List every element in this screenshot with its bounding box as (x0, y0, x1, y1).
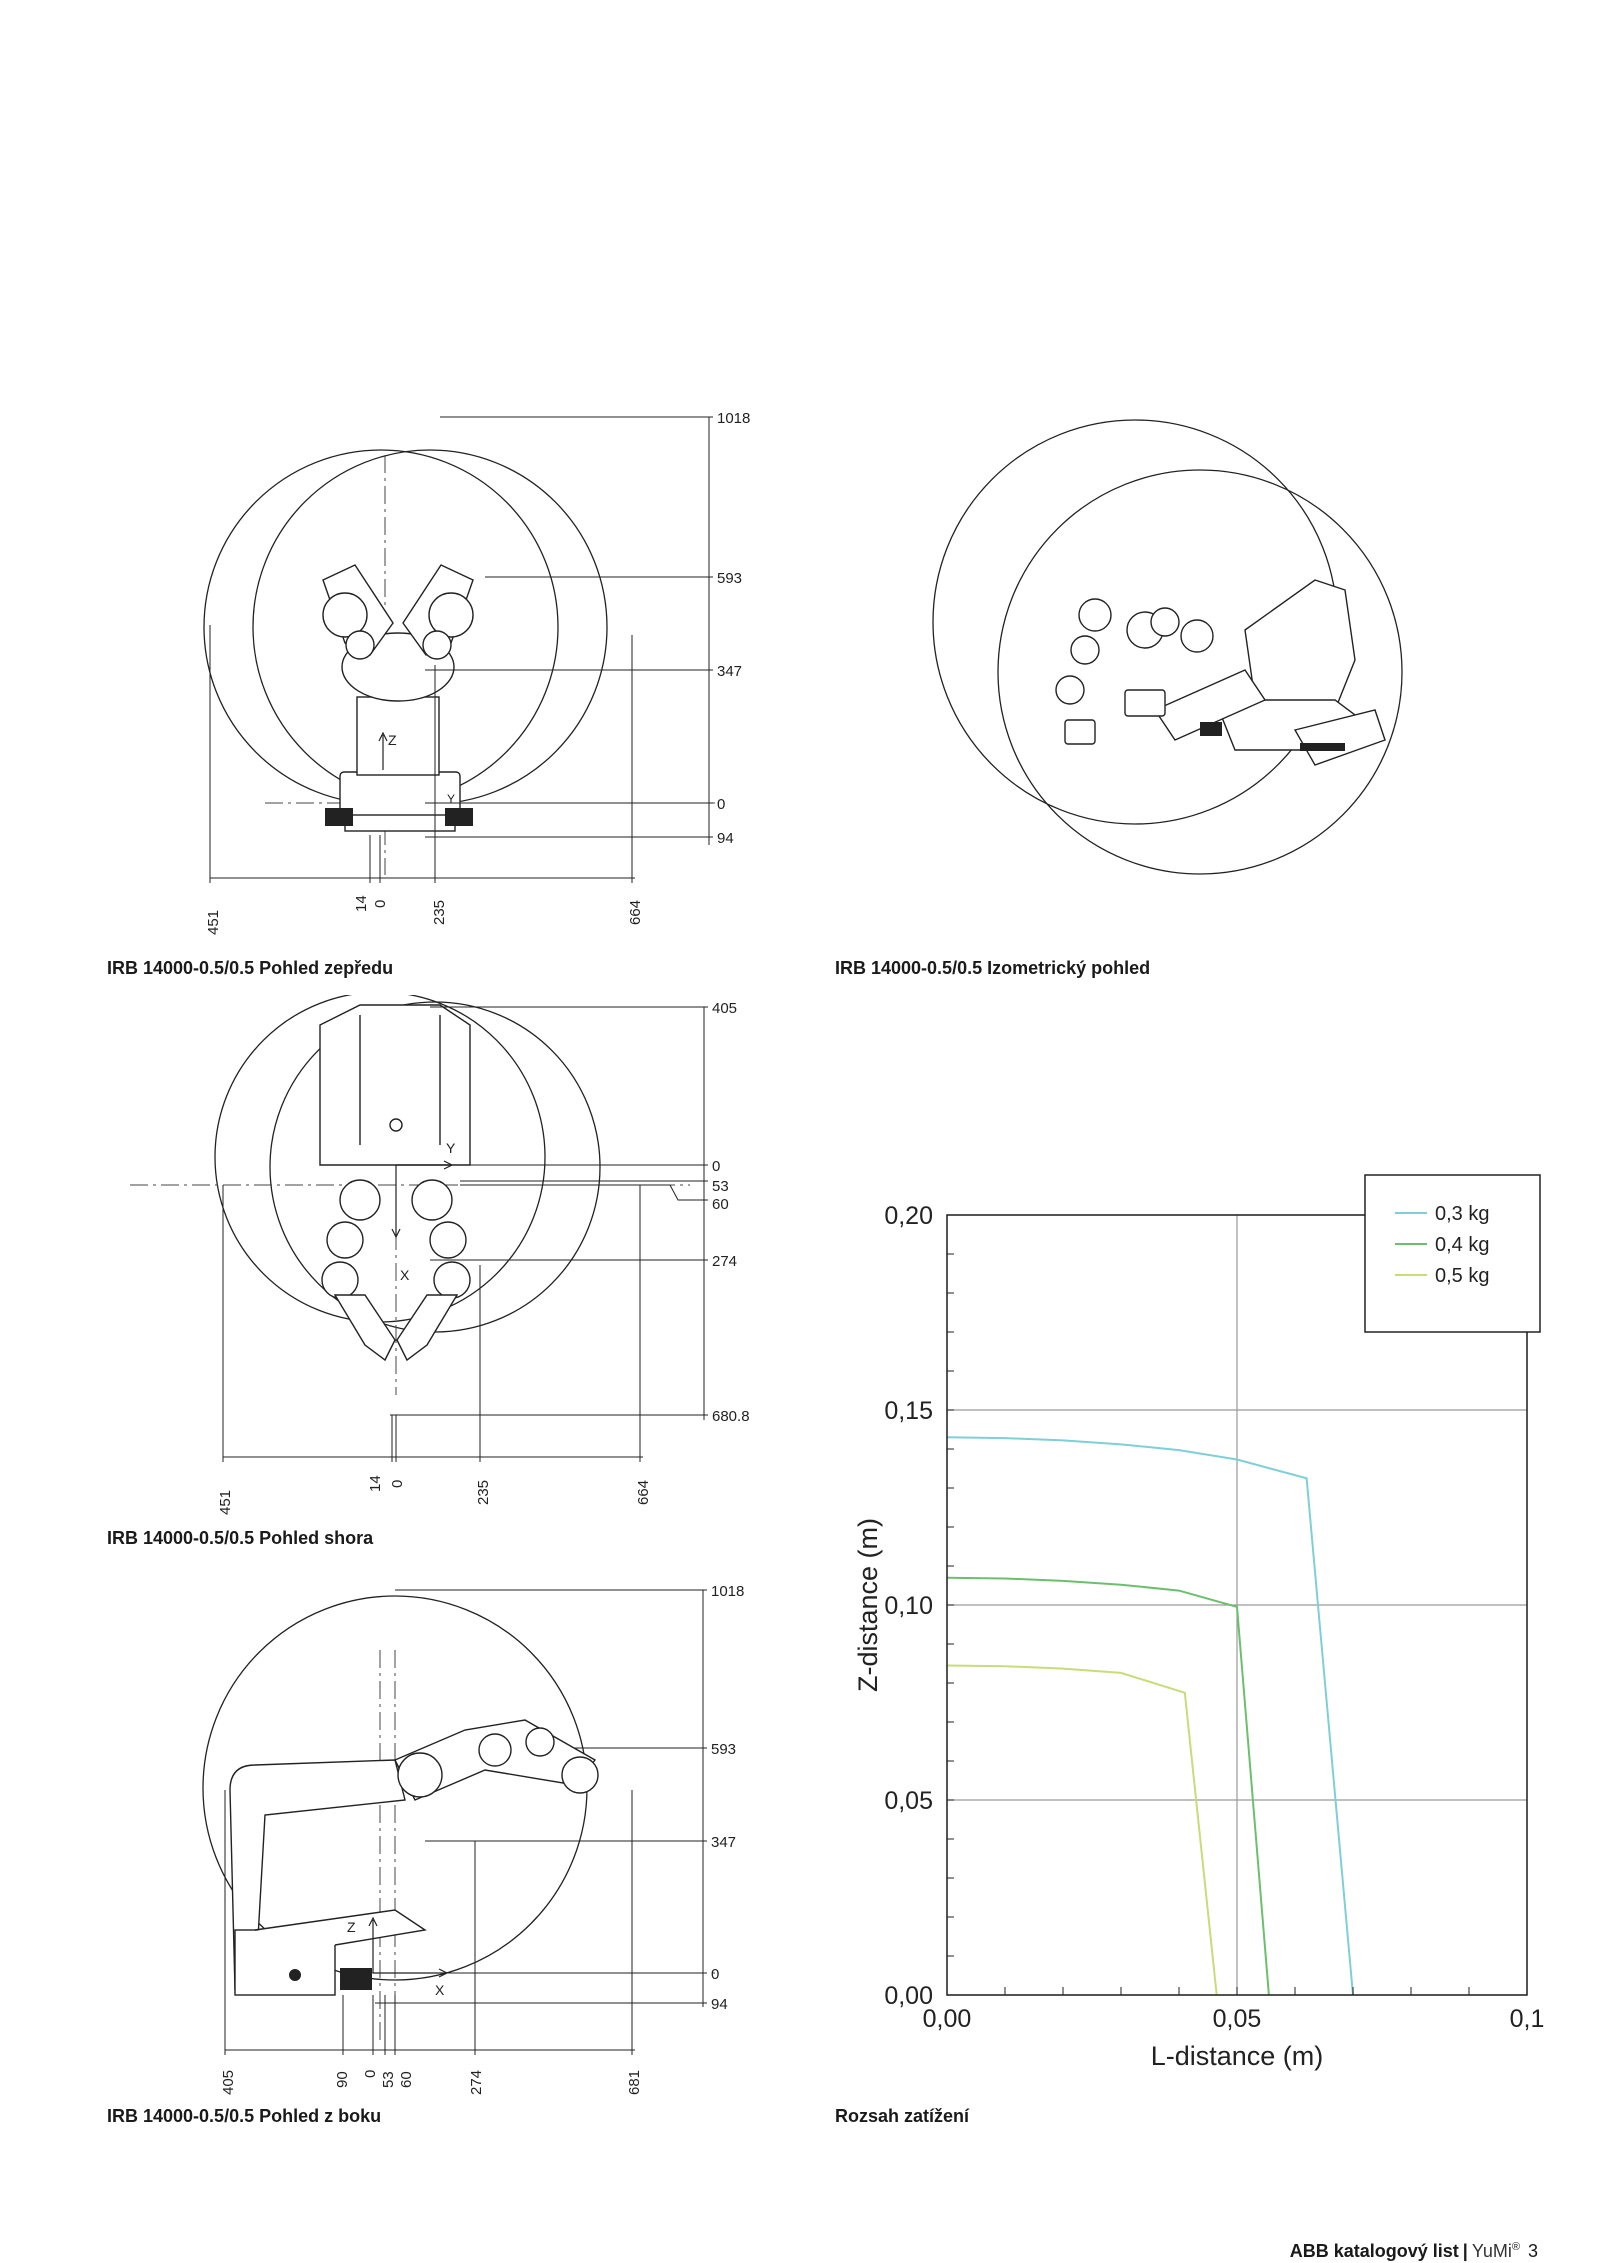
side-axis-z: Z (347, 1919, 356, 1935)
chart-series (946, 1436, 1354, 1996)
side-axis-x: X (435, 1982, 445, 1998)
side-dim-53: 53 (380, 2071, 397, 2088)
legend-label: 0,5 kg (1435, 1265, 1489, 1287)
footer-product: YuMi (1471, 2241, 1512, 2261)
side-dim-60: 60 (398, 2071, 415, 2088)
side-dim-347: 347 (711, 1834, 736, 1851)
y-tick-label: 0,20 (884, 1202, 933, 1230)
x-tick-label: 0,00 (923, 2005, 972, 2033)
front-dim-x0: 0 (372, 900, 389, 908)
x-tick-label: 0,05 (1213, 2005, 1262, 2033)
caption-isometric-view: IRB 14000-0.5/0.5 Izometrický pohled (835, 958, 1151, 978)
y-tick-label: 0,10 (884, 1592, 933, 1620)
front-dim-593: 593 (717, 570, 742, 587)
top-axis-y: Y (446, 1140, 456, 1156)
top-axis-x: X (400, 1267, 410, 1283)
footer-brand: ABB katalogový list (1289, 2241, 1459, 2261)
top-dim-274: 274 (712, 1253, 737, 1270)
footer-page-number: 3 (1527, 2241, 1538, 2261)
iso-reach-circle-2 (997, 469, 1403, 875)
front-view-drawing: Z Y 1018 593 347 0 94 451 14 (195, 405, 775, 965)
side-view-svg: Z X 1018 593 347 0 94 (202, 1583, 744, 2095)
robot-side-silhouette (229, 1719, 599, 1996)
caption-side-view: IRB 14000-0.5/0.5 Pohled z boku (107, 2106, 382, 2126)
side-dim-0: 0 (711, 1966, 719, 1983)
front-dim-235: 235 (431, 900, 448, 925)
y-tick-label: 0,00 (884, 1982, 933, 2010)
x-tick-label: 0,1 (1510, 2005, 1545, 2033)
side-dim-94: 94 (711, 1996, 728, 2013)
caption-top-view: IRB 14000-0.5/0.5 Pohled shora (107, 1528, 374, 1548)
footer-registered-mark: ® (1511, 2241, 1520, 2253)
top-dim-0: 0 (712, 1158, 720, 1175)
front-axis-y: Y (447, 792, 455, 806)
top-dim-x0: 0 (389, 1480, 406, 1488)
top-view-svg: Y X 405 0 53 60 274 680.8 (130, 991, 750, 1515)
side-dim-x0: 0 (362, 2070, 379, 2078)
front-dim-1018: 1018 (717, 410, 750, 427)
robot-front-silhouette (322, 564, 474, 832)
top-dim-235: 235 (475, 1480, 492, 1505)
side-dim-1018: 1018 (711, 1583, 744, 1600)
legend-box (1364, 1174, 1541, 1333)
page-footer: ABB katalogový list|YuMi® 3 (1290, 2241, 1538, 2262)
robot-top-silhouette (319, 1004, 471, 1362)
legend-label: 0,4 kg (1435, 1234, 1489, 1256)
side-dim-681: 681 (626, 2070, 643, 2095)
front-dim-94: 94 (717, 830, 734, 847)
series-line (946, 1576, 1270, 1996)
caption-load-chart: Rozsah zatížení (835, 2106, 970, 2126)
side-dim-593: 593 (711, 1741, 736, 1758)
load-chart-svg: 0,00 0,05 0,10 0,15 0,20 0,00 0,05 0,1 L-distan… (853, 1174, 1544, 2071)
front-dim-451: 451 (205, 910, 222, 935)
isometric-view-svg (932, 419, 1403, 875)
side-dim-90: 90 (334, 2071, 351, 2088)
front-axis-z: Z (388, 732, 397, 748)
x-axis-label: L-distance (m) (1151, 2041, 1324, 2071)
caption-front-view: IRB 14000-0.5/0.5 Pohled zepředu (107, 958, 394, 978)
y-axis-label: Z-distance (m) (853, 1518, 883, 1692)
chart-legend: 0,3 kg 0,4 kg 0,5 kg (1364, 1174, 1541, 1333)
series-line (946, 1664, 1218, 1996)
front-dim-347: 347 (717, 663, 742, 680)
top-view-drawing: Y X 405 0 53 60 274 680.8 (130, 991, 770, 1515)
top-dim-405: 405 (712, 1000, 737, 1017)
side-dim-274: 274 (468, 2070, 485, 2095)
front-dim-664: 664 (627, 900, 644, 925)
top-dim-680-8: 680.8 (712, 1408, 750, 1425)
y-tick-label: 0,15 (884, 1397, 933, 1425)
legend-label: 0,3 kg (1435, 1203, 1489, 1225)
top-dim-451: 451 (217, 1490, 234, 1515)
front-dim-14: 14 (353, 895, 370, 912)
front-view-svg: Z Y 1018 593 347 0 94 451 14 (203, 410, 750, 935)
isometric-view-drawing (915, 400, 1475, 940)
front-dim-0: 0 (717, 796, 725, 813)
footer-separator: | (1462, 2241, 1468, 2261)
top-dim-664: 664 (635, 1480, 652, 1505)
robot-iso-silhouette (1055, 579, 1386, 766)
chart-ticks: 0,00 0,05 0,10 0,15 0,20 0,00 0,05 0,1 (884, 1202, 1544, 2033)
load-chart: 0,00 0,05 0,10 0,15 0,20 0,00 0,05 0,1 L-distan… (820, 1160, 1550, 2080)
y-tick-label: 0,05 (884, 1787, 933, 1815)
top-dim-53: 53 (712, 1178, 729, 1195)
series-line (946, 1436, 1354, 1996)
side-dim-405: 405 (220, 2070, 237, 2095)
side-view-drawing: Z X 1018 593 347 0 94 (195, 1570, 775, 2130)
top-dim-60: 60 (712, 1196, 729, 1213)
top-dim-14: 14 (367, 1475, 384, 1492)
